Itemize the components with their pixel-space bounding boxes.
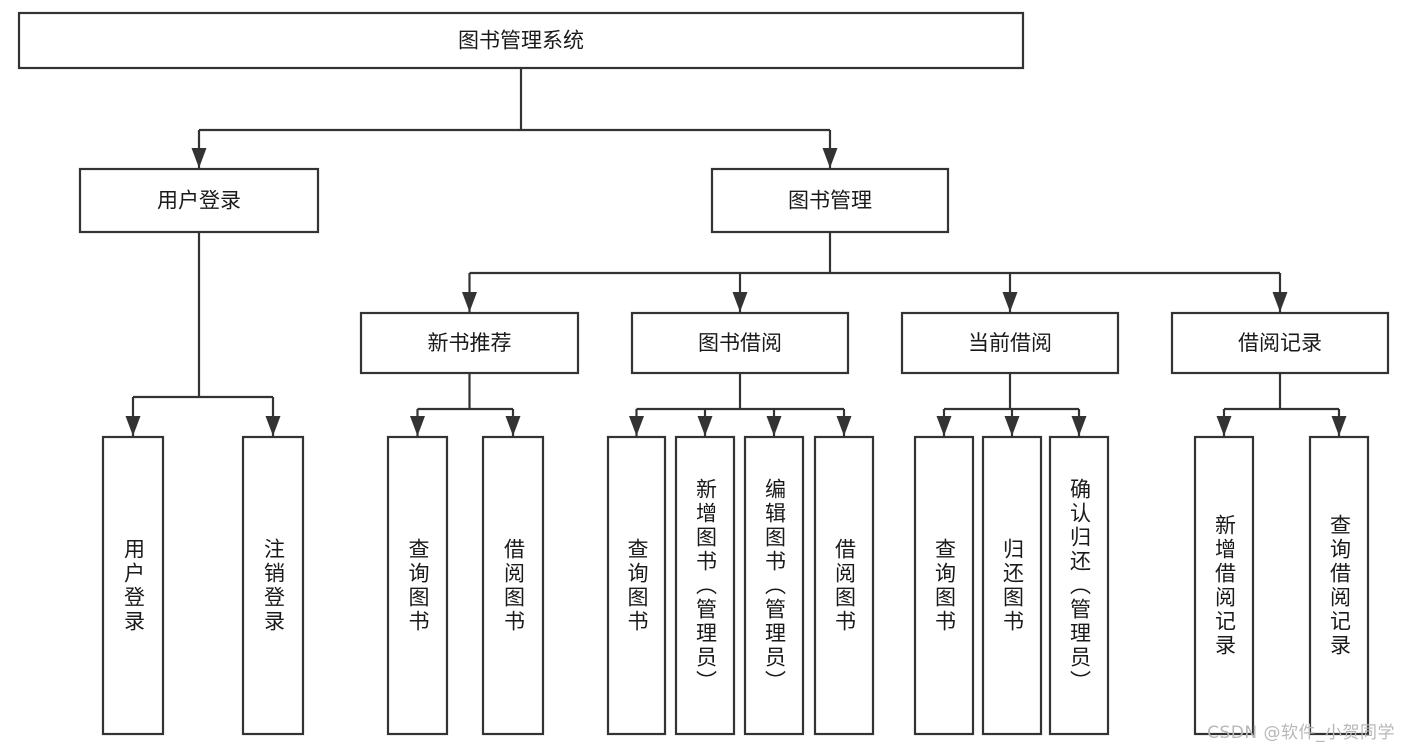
- boxes-layer: [17, 11, 1390, 736]
- node-box-root[interactable]: [17, 11, 1025, 70]
- node-box-leaf-query-borrow-record[interactable]: [1308, 435, 1370, 736]
- node-box-current-borrow[interactable]: [900, 311, 1120, 375]
- arrow-head-icon: [936, 416, 952, 436]
- arrow-head-icon: [1216, 416, 1232, 436]
- node-box-leaf-query-book-1[interactable]: [386, 435, 449, 736]
- node-box-leaf-borrow-book-2[interactable]: [813, 435, 875, 736]
- node-box-leaf-confirm-return-admin[interactable]: [1048, 435, 1110, 736]
- arrow-head-icon: [697, 416, 713, 436]
- node-box-leaf-logout-login[interactable]: [241, 435, 305, 736]
- node-box-leaf-user-login[interactable]: [101, 435, 165, 736]
- arrow-head-icon: [732, 292, 748, 312]
- arrow-head-icon: [505, 416, 521, 436]
- node-box-user-login[interactable]: [78, 167, 320, 234]
- arrow-head-icon: [629, 416, 644, 436]
- arrow-head-icon: [265, 416, 281, 436]
- node-label-new-book-recommend: 新书推荐: [428, 331, 512, 355]
- arrow-head-icon: [125, 416, 141, 436]
- node-box-book-borrow[interactable]: [630, 311, 850, 375]
- arrow-head-icon: [410, 416, 425, 436]
- arrow-head-icon: [1071, 416, 1087, 436]
- arrow-head-icon: [1002, 292, 1018, 312]
- arrow-head-icon: [766, 416, 782, 436]
- node-box-borrow-record[interactable]: [1170, 311, 1390, 375]
- node-label-book-manage: 图书管理: [788, 189, 872, 213]
- node-box-book-manage[interactable]: [710, 167, 950, 234]
- node-label-current-borrow: 当前借阅: [968, 331, 1052, 355]
- node-box-leaf-edit-book-admin[interactable]: [743, 435, 805, 736]
- node-label-root: 图书管理系统: [458, 29, 584, 53]
- arrow-head-icon: [191, 148, 207, 168]
- node-label-borrow-record: 借阅记录: [1238, 331, 1322, 355]
- node-box-leaf-query-book-3[interactable]: [913, 435, 975, 736]
- node-box-leaf-query-book-2[interactable]: [606, 435, 667, 736]
- node-label-user-login: 用户登录: [157, 189, 241, 213]
- connectors-layer: [125, 68, 1347, 436]
- watermark-text: CSDN @软件_小贺同学: [1207, 723, 1395, 743]
- node-box-leaf-add-borrow-record[interactable]: [1193, 435, 1255, 736]
- arrow-head-icon: [1272, 292, 1288, 312]
- node-label-book-borrow: 图书借阅: [698, 331, 782, 355]
- arrow-head-icon: [462, 292, 477, 312]
- node-box-leaf-return-book[interactable]: [981, 435, 1043, 736]
- arrow-head-icon: [822, 148, 838, 168]
- arrow-head-icon: [836, 416, 852, 436]
- arrow-head-icon: [1004, 416, 1020, 436]
- node-box-leaf-borrow-book-1[interactable]: [481, 435, 545, 736]
- arrow-head-icon: [1331, 416, 1347, 436]
- node-box-leaf-add-book-admin[interactable]: [674, 435, 736, 736]
- node-box-new-book-recommend[interactable]: [359, 311, 580, 375]
